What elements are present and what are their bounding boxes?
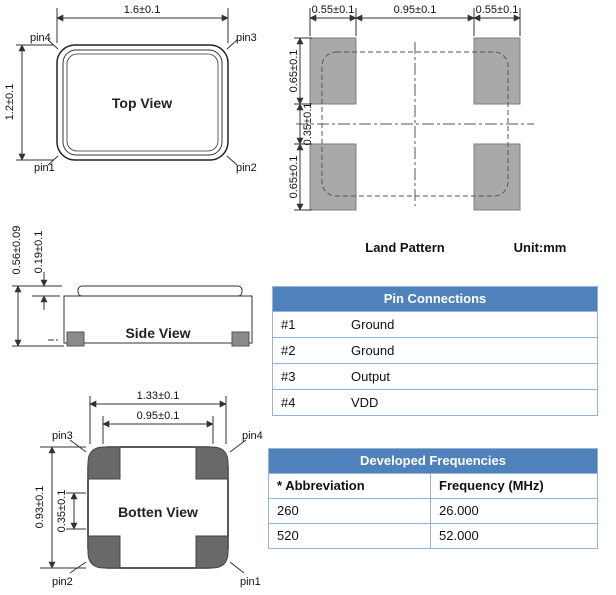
land-pattern-caption: Land Pattern: [365, 240, 445, 255]
top-view-height-dim: 1.2±0.1: [4, 83, 16, 121]
side-view-height-dim: 0.56±0.09: [11, 225, 23, 275]
land-center-dim: 0.95±0.1: [393, 4, 437, 16]
pin-number: #3: [281, 369, 296, 384]
bottom-view-inner-width-dim: 0.95±0.1: [136, 410, 180, 422]
bottom-view-height-dim: 0.93±0.1: [34, 485, 46, 529]
frequency-column-header-row: * Abbreviation Frequency (MHz): [269, 473, 597, 498]
top-view-pin4-label: pin4: [30, 32, 51, 44]
top-view-pin1-label: pin1: [34, 162, 55, 174]
frequency-row: 260 26.000: [269, 498, 597, 523]
developed-frequencies-table: Developed Frequencies * Abbreviation Fre…: [268, 448, 598, 549]
top-view-pin2-label: pin2: [236, 162, 257, 174]
pin-connections-row: #4 VDD: [273, 389, 597, 415]
abbreviation-cell: 260: [269, 499, 431, 523]
bottom-view-pin1-label: pin1: [240, 576, 261, 588]
side-view-lid-dim: 0.19±0.1: [33, 230, 45, 274]
pin-connections-row: #3 Output: [273, 363, 597, 389]
pin-connections-table: Pin Connections #1 Ground #2 Ground #3 O…: [272, 286, 598, 416]
developed-frequencies-title: Developed Frequencies: [269, 449, 597, 473]
pin-function: Output: [351, 369, 391, 384]
land-gap-dim: 0.35±0.1: [302, 102, 314, 146]
top-view-title: Top View: [111, 95, 173, 111]
frequency-row: 520 52.000: [269, 523, 597, 548]
bottom-view-pin3-label: pin3: [52, 430, 73, 442]
top-view-pin3-label: pin3: [236, 32, 257, 44]
side-view-title: Side View: [125, 325, 191, 341]
unit-caption: Unit:mm: [513, 240, 567, 255]
bottom-view-inner-height-dim: 0.35±0.1: [56, 489, 68, 533]
land-pad-right-dim: 0.55±0.1: [475, 4, 519, 16]
pin-connections-title: Pin Connections: [273, 287, 597, 311]
pin-number: #4: [281, 395, 296, 410]
frequency-cell: 52.000: [439, 528, 479, 543]
pin-connections-row: #2 Ground: [273, 337, 597, 363]
land-pattern-drawing: [294, 8, 534, 211]
land-pad-top-dim: 0.65±0.1: [288, 49, 300, 93]
frequency-cell: 26.000: [439, 503, 479, 518]
side-view-drawing: [12, 272, 253, 347]
top-view-drawing: [16, 8, 238, 166]
pin-number: #2: [281, 343, 296, 358]
land-pad-left-dim: 0.55±0.1: [311, 4, 355, 16]
pin-function: VDD: [351, 395, 379, 410]
bottom-view-title: Botten View: [118, 504, 198, 520]
pin-function: Ground: [351, 343, 395, 358]
bottom-view-drawing: [40, 396, 247, 574]
bottom-view-outer-width-dim: 1.33±0.1: [136, 390, 180, 402]
pin-number: #1: [281, 317, 296, 332]
pin-function: Ground: [351, 317, 395, 332]
frequency-column-header: Frequency (MHz): [439, 478, 544, 493]
top-view-width-dim: 1.6±0.1: [123, 4, 161, 16]
land-pad-bottom-dim: 0.65±0.1: [288, 155, 300, 199]
pin-connections-row: #1 Ground: [273, 311, 597, 337]
bottom-view-pin2-label: pin2: [52, 576, 73, 588]
abbreviation-column-header: * Abbreviation: [269, 474, 431, 498]
abbreviation-cell: 520: [269, 524, 431, 548]
bottom-view-pin4-label: pin4: [242, 430, 263, 442]
